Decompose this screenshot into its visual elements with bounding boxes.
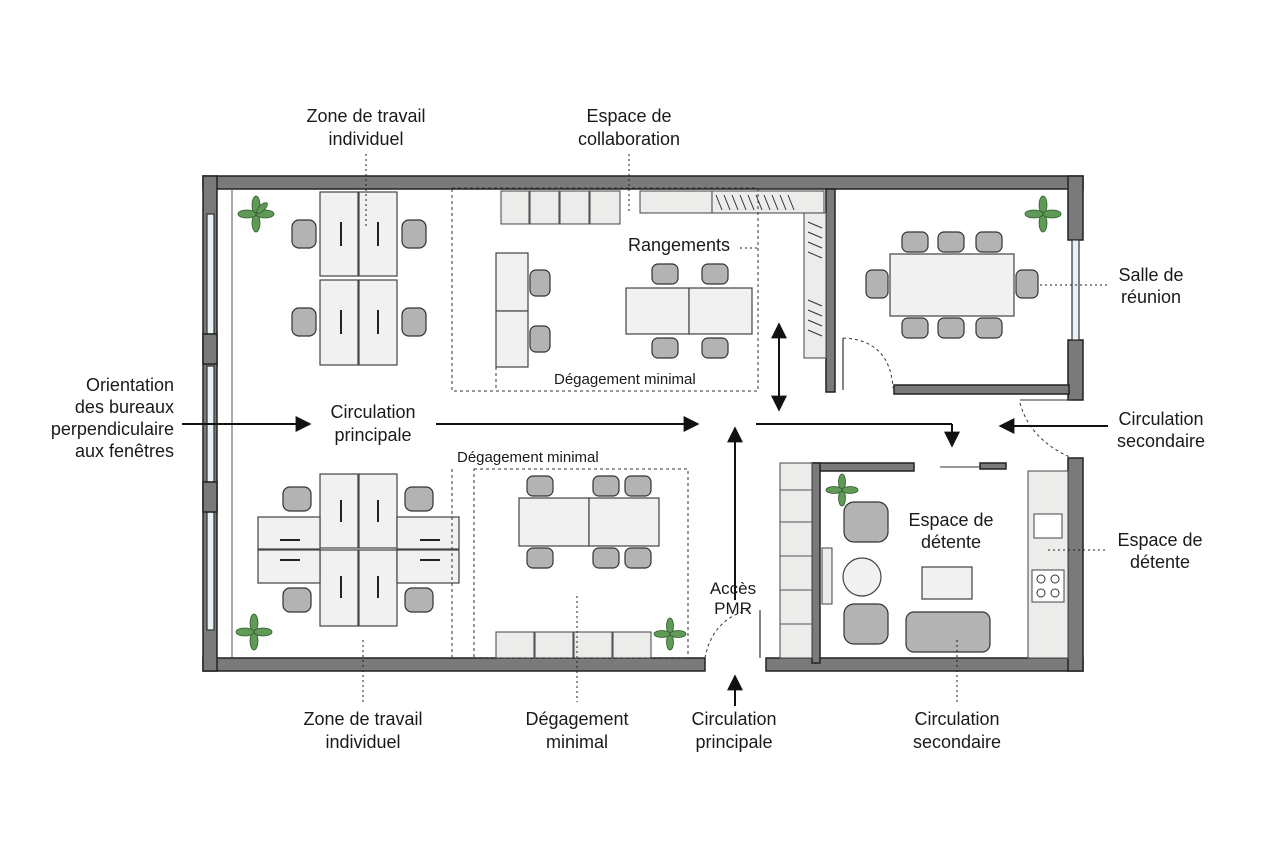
label-acces-pmr-1: Accès [710,579,756,598]
wall-right-2 [1067,339,1084,401]
window-left-3 [206,511,215,631]
label-espace-collab-1: Espace de [586,106,671,126]
label-espace-detente-right-1: Espace de [1117,530,1202,550]
label-orientation-3: perpendiculaire [51,419,174,439]
lounge [704,399,1073,659]
label-salle-reunion-1: Salle de [1118,265,1183,285]
wall-meeting-bottom [893,384,1070,395]
wall-bottom-left [202,657,706,672]
arrows [182,322,1108,706]
label-circ-principale-bottom-2: principale [695,732,772,752]
label-circ-secondaire-right-1: Circulation [1118,409,1203,429]
label-salle-reunion-2: réunion [1121,287,1181,307]
label-circ-principale-mid-2: principale [334,425,411,445]
wall-meeting-left [825,188,836,393]
label-degagement-bottom-1: Dégagement [525,709,628,729]
meeting-room [842,231,1039,390]
label-orientation-1: Orientation [86,375,174,395]
label-zone-travail-bottom-1: Zone de travail [303,709,422,729]
label-degagement-bottom-2: minimal [546,732,608,752]
wall-top [202,175,1084,190]
wall-lounge-left [811,462,821,664]
label-zone-travail-top-2: individuel [328,129,403,149]
mullion-1 [202,333,218,365]
workstations-bottom [257,473,460,627]
label-orientation-2: des bureaux [75,397,174,417]
label-circ-secondaire-bottom-2: secondaire [913,732,1001,752]
label-espace-detente-in-2: détente [921,532,981,552]
label-acces-pmr-2: PMR [714,599,752,618]
wall-lounge-top-2 [979,462,1007,470]
plant-icon [235,613,273,651]
label-circ-principale-bottom-1: Circulation [691,709,776,729]
wall-lounge-top [811,462,915,472]
plant-icon [653,617,687,651]
wall-right-1 [1067,175,1084,241]
plant-icon [237,195,275,233]
label-circ-secondaire-bottom-1: Circulation [914,709,999,729]
collaboration-area [451,187,827,392]
mullion-2 [202,481,218,513]
window-right [1071,239,1080,341]
label-degagement-mid: Dégagement minimal [457,449,599,466]
label-circ-principale-mid-1: Circulation [330,402,415,422]
window-left-1 [206,213,215,335]
plant-icon [1024,195,1062,233]
bottom-collab-table [451,468,689,659]
label-orientation-4: aux fenêtres [75,441,174,461]
plant-icon [825,473,859,507]
label-rangements: Rangements [628,235,730,255]
plants [235,195,1062,651]
label-degagement-top: Dégagement minimal [554,371,696,388]
workstations-top [291,191,427,366]
label-espace-detente-right-2: détente [1130,552,1190,572]
label-zone-travail-bottom-2: individuel [325,732,400,752]
leaders [362,154,1110,702]
wall-right-3 [1067,457,1084,672]
text-labels: Zone de travail individuel Espace de col… [51,106,1205,752]
label-espace-collab-2: collaboration [578,129,680,149]
label-zone-travail-top-1: Zone de travail [306,106,425,126]
label-circ-secondaire-right-2: secondaire [1117,431,1205,451]
label-espace-detente-in-1: Espace de [908,510,993,530]
